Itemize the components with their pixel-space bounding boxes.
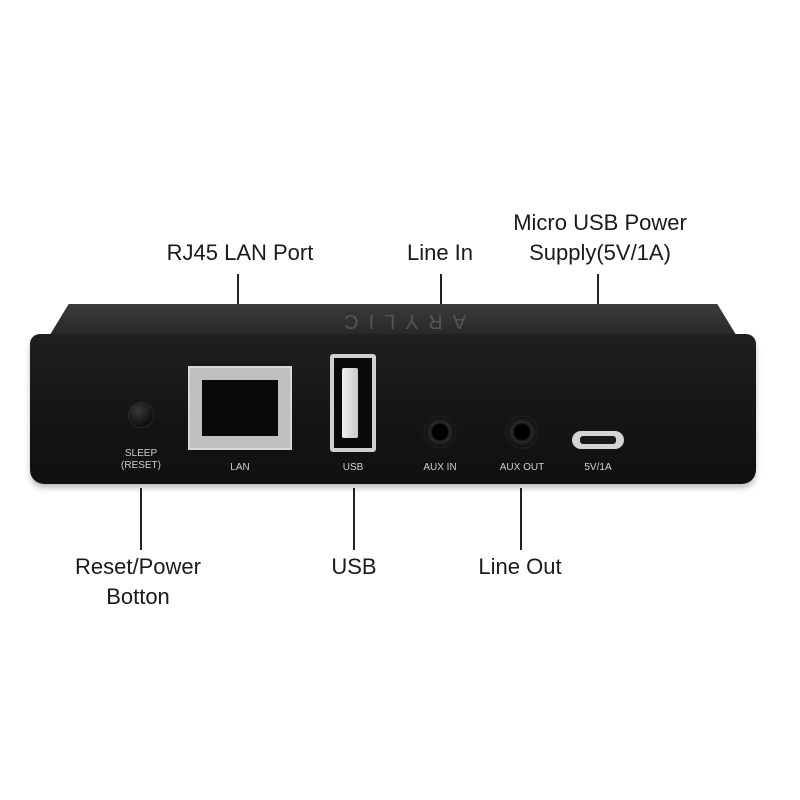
usb-label: USB [342, 462, 364, 473]
callout-micro-usb-line1: Micro USB Power [513, 210, 687, 235]
aux-in-jack[interactable] [425, 417, 455, 447]
callout-reset-line2: Botton [106, 584, 170, 609]
sleep-label-line2: (RESET) [121, 460, 161, 471]
brand-logo: ARYLIC [334, 310, 466, 332]
power-label: 5V/1A [584, 462, 612, 473]
micro-usb-socket [580, 436, 616, 444]
sleep-reset-label: SLEEP (RESET) [100, 448, 182, 472]
usb-port[interactable] [330, 354, 376, 452]
lan-port[interactable] [188, 366, 292, 450]
device-top-surface [48, 304, 738, 338]
callout-micro-usb-line2: Supply(5V/1A) [529, 240, 671, 265]
callout-reset-power-button: Reset/Power Botton [58, 552, 218, 612]
callout-line-out: Line Out [478, 554, 562, 579]
callout-micro-usb-power: Micro USB Power Supply(5V/1A) [490, 208, 710, 268]
micro-usb-power-port[interactable] [572, 431, 624, 449]
sleep-reset-button[interactable] [128, 402, 154, 428]
callout-rj45-lan-port: RJ45 LAN Port [166, 240, 314, 265]
usb-port-tongue [342, 368, 358, 438]
callout-reset-line1: Reset/Power [75, 554, 201, 579]
aux-in-label: AUX IN [423, 462, 457, 473]
lan-label: LAN [230, 462, 250, 473]
lan-port-socket [202, 380, 278, 436]
aux-out-label: AUX OUT [499, 462, 545, 473]
leader-line-reset [140, 488, 142, 550]
callout-usb: USB [331, 554, 377, 579]
leader-line-usb [353, 488, 355, 550]
callout-line-in: Line In [406, 240, 474, 265]
aux-out-jack[interactable] [507, 417, 537, 447]
leader-line-line-out [520, 488, 522, 550]
sleep-label-line1: SLEEP [124, 448, 158, 459]
